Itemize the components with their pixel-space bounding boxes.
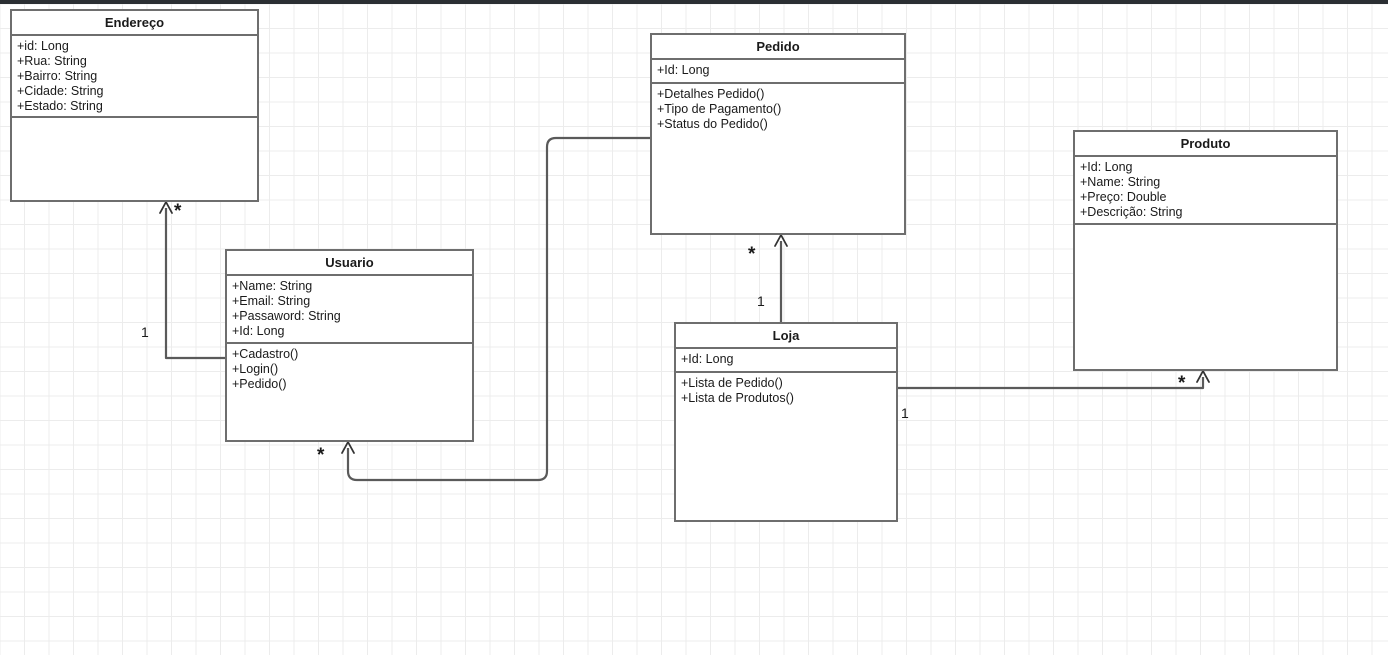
uml-attributes-usuario: +Name: String+Email: String+Passaword: S… (227, 276, 472, 344)
uml-attributes-endereco: +id: Long+Rua: String+Bairro: String+Cid… (12, 36, 257, 118)
uml-class-title-pedido: Pedido (652, 35, 904, 60)
uml-method-row: +Cadastro() (232, 347, 299, 361)
multiplicity-label-usuario-endereco-target: * (174, 201, 182, 222)
uml-class-title-loja: Loja (676, 324, 896, 349)
association-arrowhead-pedido-usuario (341, 441, 355, 454)
uml-attribute-row: +Name: String (1080, 175, 1161, 189)
multiplicity-label-pedido-usuario-target: * (317, 445, 325, 466)
uml-attributes-produto: +Id: Long+Name: String+Preço: Double+Des… (1075, 157, 1336, 225)
association-arrowhead-loja-produto (1196, 370, 1210, 383)
uml-method-row: +Tipo de Pagamento() (657, 102, 782, 116)
multiplicity-label-loja-produto-target: * (1178, 373, 1186, 394)
association-line-loja-produto[interactable] (898, 377, 1205, 390)
uml-attribute-row: +id: Long (17, 39, 69, 53)
uml-class-endereco[interactable]: Endereço+id: Long+Rua: String+Bairro: St… (10, 9, 259, 202)
uml-method-row: +Detalhes Pedido() (657, 87, 765, 101)
association-arrowhead-loja-pedido (774, 234, 788, 247)
uml-attributes-loja: +Id: Long (676, 349, 896, 373)
uml-class-loja[interactable]: Loja +Id: Long +Lista de Pedido()+Lista de… (674, 322, 898, 522)
multiplicity-label-loja-produto-source: 1 (901, 405, 909, 421)
uml-class-produto[interactable]: Produto+Id: Long+Name: String+Preço: Dou… (1073, 130, 1338, 371)
uml-attribute-row: +Email: String (232, 294, 311, 308)
uml-attribute-row: +Cidade: String (17, 84, 104, 98)
uml-method-row: +Pedido() (232, 377, 287, 391)
uml-class-title-usuario: Usuario (227, 251, 472, 276)
uml-methods-usuario: +Cadastro()+Login()+Pedido() (227, 344, 472, 440)
multiplicity-label-loja-pedido-target: * (748, 244, 756, 265)
multiplicity-label-usuario-endereco-source: 1 (141, 324, 149, 340)
uml-class-title-endereco: Endereço (12, 11, 257, 36)
uml-method-row: +Login() (232, 362, 279, 376)
uml-attribute-row: +Rua: String (17, 54, 87, 68)
multiplicity-label-loja-pedido-source: 1 (757, 293, 765, 309)
uml-attribute-row: +Id: Long (657, 63, 710, 77)
uml-method-row: +Lista de Pedido() (681, 376, 783, 390)
uml-methods-endereco (12, 118, 257, 200)
window-top-bar (0, 0, 1388, 4)
uml-methods-pedido: +Detalhes Pedido()+Tipo de Pagamento()+S… (652, 84, 904, 233)
uml-attribute-row: +Estado: String (17, 99, 103, 113)
uml-attribute-row: +Id: Long (1080, 160, 1133, 174)
uml-methods-produto (1075, 225, 1336, 369)
uml-class-title-produto: Produto (1075, 132, 1336, 157)
uml-attribute-row: +Id: Long (232, 324, 285, 338)
uml-attribute-row: +Bairro: String (17, 69, 98, 83)
uml-attributes-pedido: +Id: Long (652, 60, 904, 84)
uml-class-usuario[interactable]: Usuario+Name: String+Email: String+Passa… (225, 249, 474, 442)
association-line-usuario-endereco[interactable] (164, 208, 225, 360)
uml-attribute-row: +Descrição: String (1080, 205, 1183, 219)
uml-class-pedido[interactable]: Pedido +Id: Long +Detalhes Pedido()+Tipo d… (650, 33, 906, 235)
uml-attribute-row: +Id: Long (681, 352, 734, 366)
uml-methods-loja: +Lista de Pedido()+Lista de Produtos() (676, 373, 896, 520)
uml-method-row: +Lista de Produtos() (681, 391, 794, 405)
uml-attribute-row: +Passaword: String (232, 309, 341, 323)
uml-method-row: +Status do Pedido() (657, 117, 768, 131)
association-arrowhead-usuario-endereco (159, 201, 173, 214)
uml-attribute-row: +Preço: Double (1080, 190, 1167, 204)
uml-attribute-row: +Name: String (232, 279, 313, 293)
